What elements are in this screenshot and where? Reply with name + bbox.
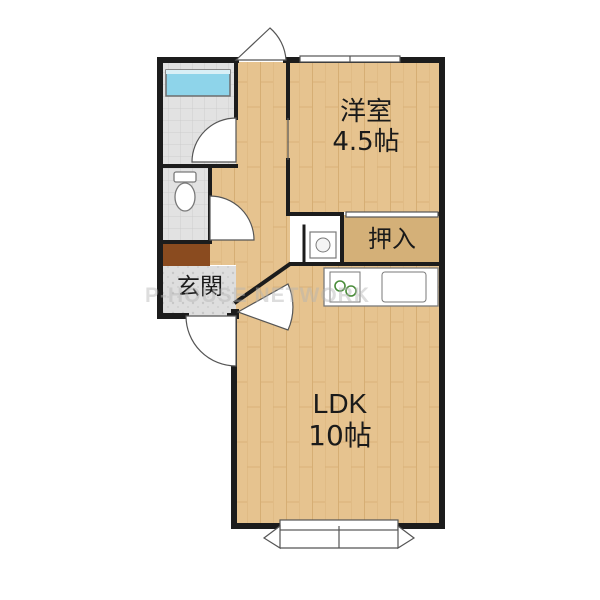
entrance-floor (162, 266, 236, 316)
exterior-wall (157, 57, 445, 529)
burner-right (345, 285, 357, 297)
walls (157, 57, 445, 529)
western-room-name: 洋室 (339, 97, 392, 127)
western-room-size: 4.5帖 (332, 126, 400, 157)
closet-label: 押入 (368, 225, 416, 253)
windows (262, 55, 439, 550)
western-room-floor (288, 62, 440, 212)
entrance-label: 玄関 (177, 274, 223, 300)
ldk-size: 10帖 (308, 419, 372, 453)
toilet-fixture (173, 171, 197, 212)
closet-sliding-door (345, 211, 439, 218)
watermark-text: P-HOUSE NETWORK (145, 284, 370, 307)
ldk-label: LDK 10帖 (288, 388, 392, 452)
toilet-wall (158, 166, 212, 244)
closet-wall (233, 212, 344, 305)
bath-door-swing (191, 117, 237, 163)
ldk-name: LDK (312, 388, 368, 419)
entrance-door-swing (185, 315, 237, 367)
shoe-box (162, 242, 210, 266)
balcony-door-right (397, 524, 416, 550)
toilet-door-swing (209, 195, 255, 241)
burner-left (334, 280, 346, 292)
closet-floor (342, 215, 440, 263)
doors (185, 27, 294, 367)
bathtub (165, 69, 231, 97)
ldk-door-swing (236, 283, 294, 331)
bath-wall (158, 58, 238, 168)
western-room-label: 洋室 4.5帖 (318, 97, 414, 158)
balcony-door-left (262, 524, 281, 550)
front-door-swing (234, 27, 287, 61)
kitchen-sink (381, 271, 427, 303)
washbasin-bowl (315, 237, 331, 253)
bathtub-rim (166, 70, 230, 74)
